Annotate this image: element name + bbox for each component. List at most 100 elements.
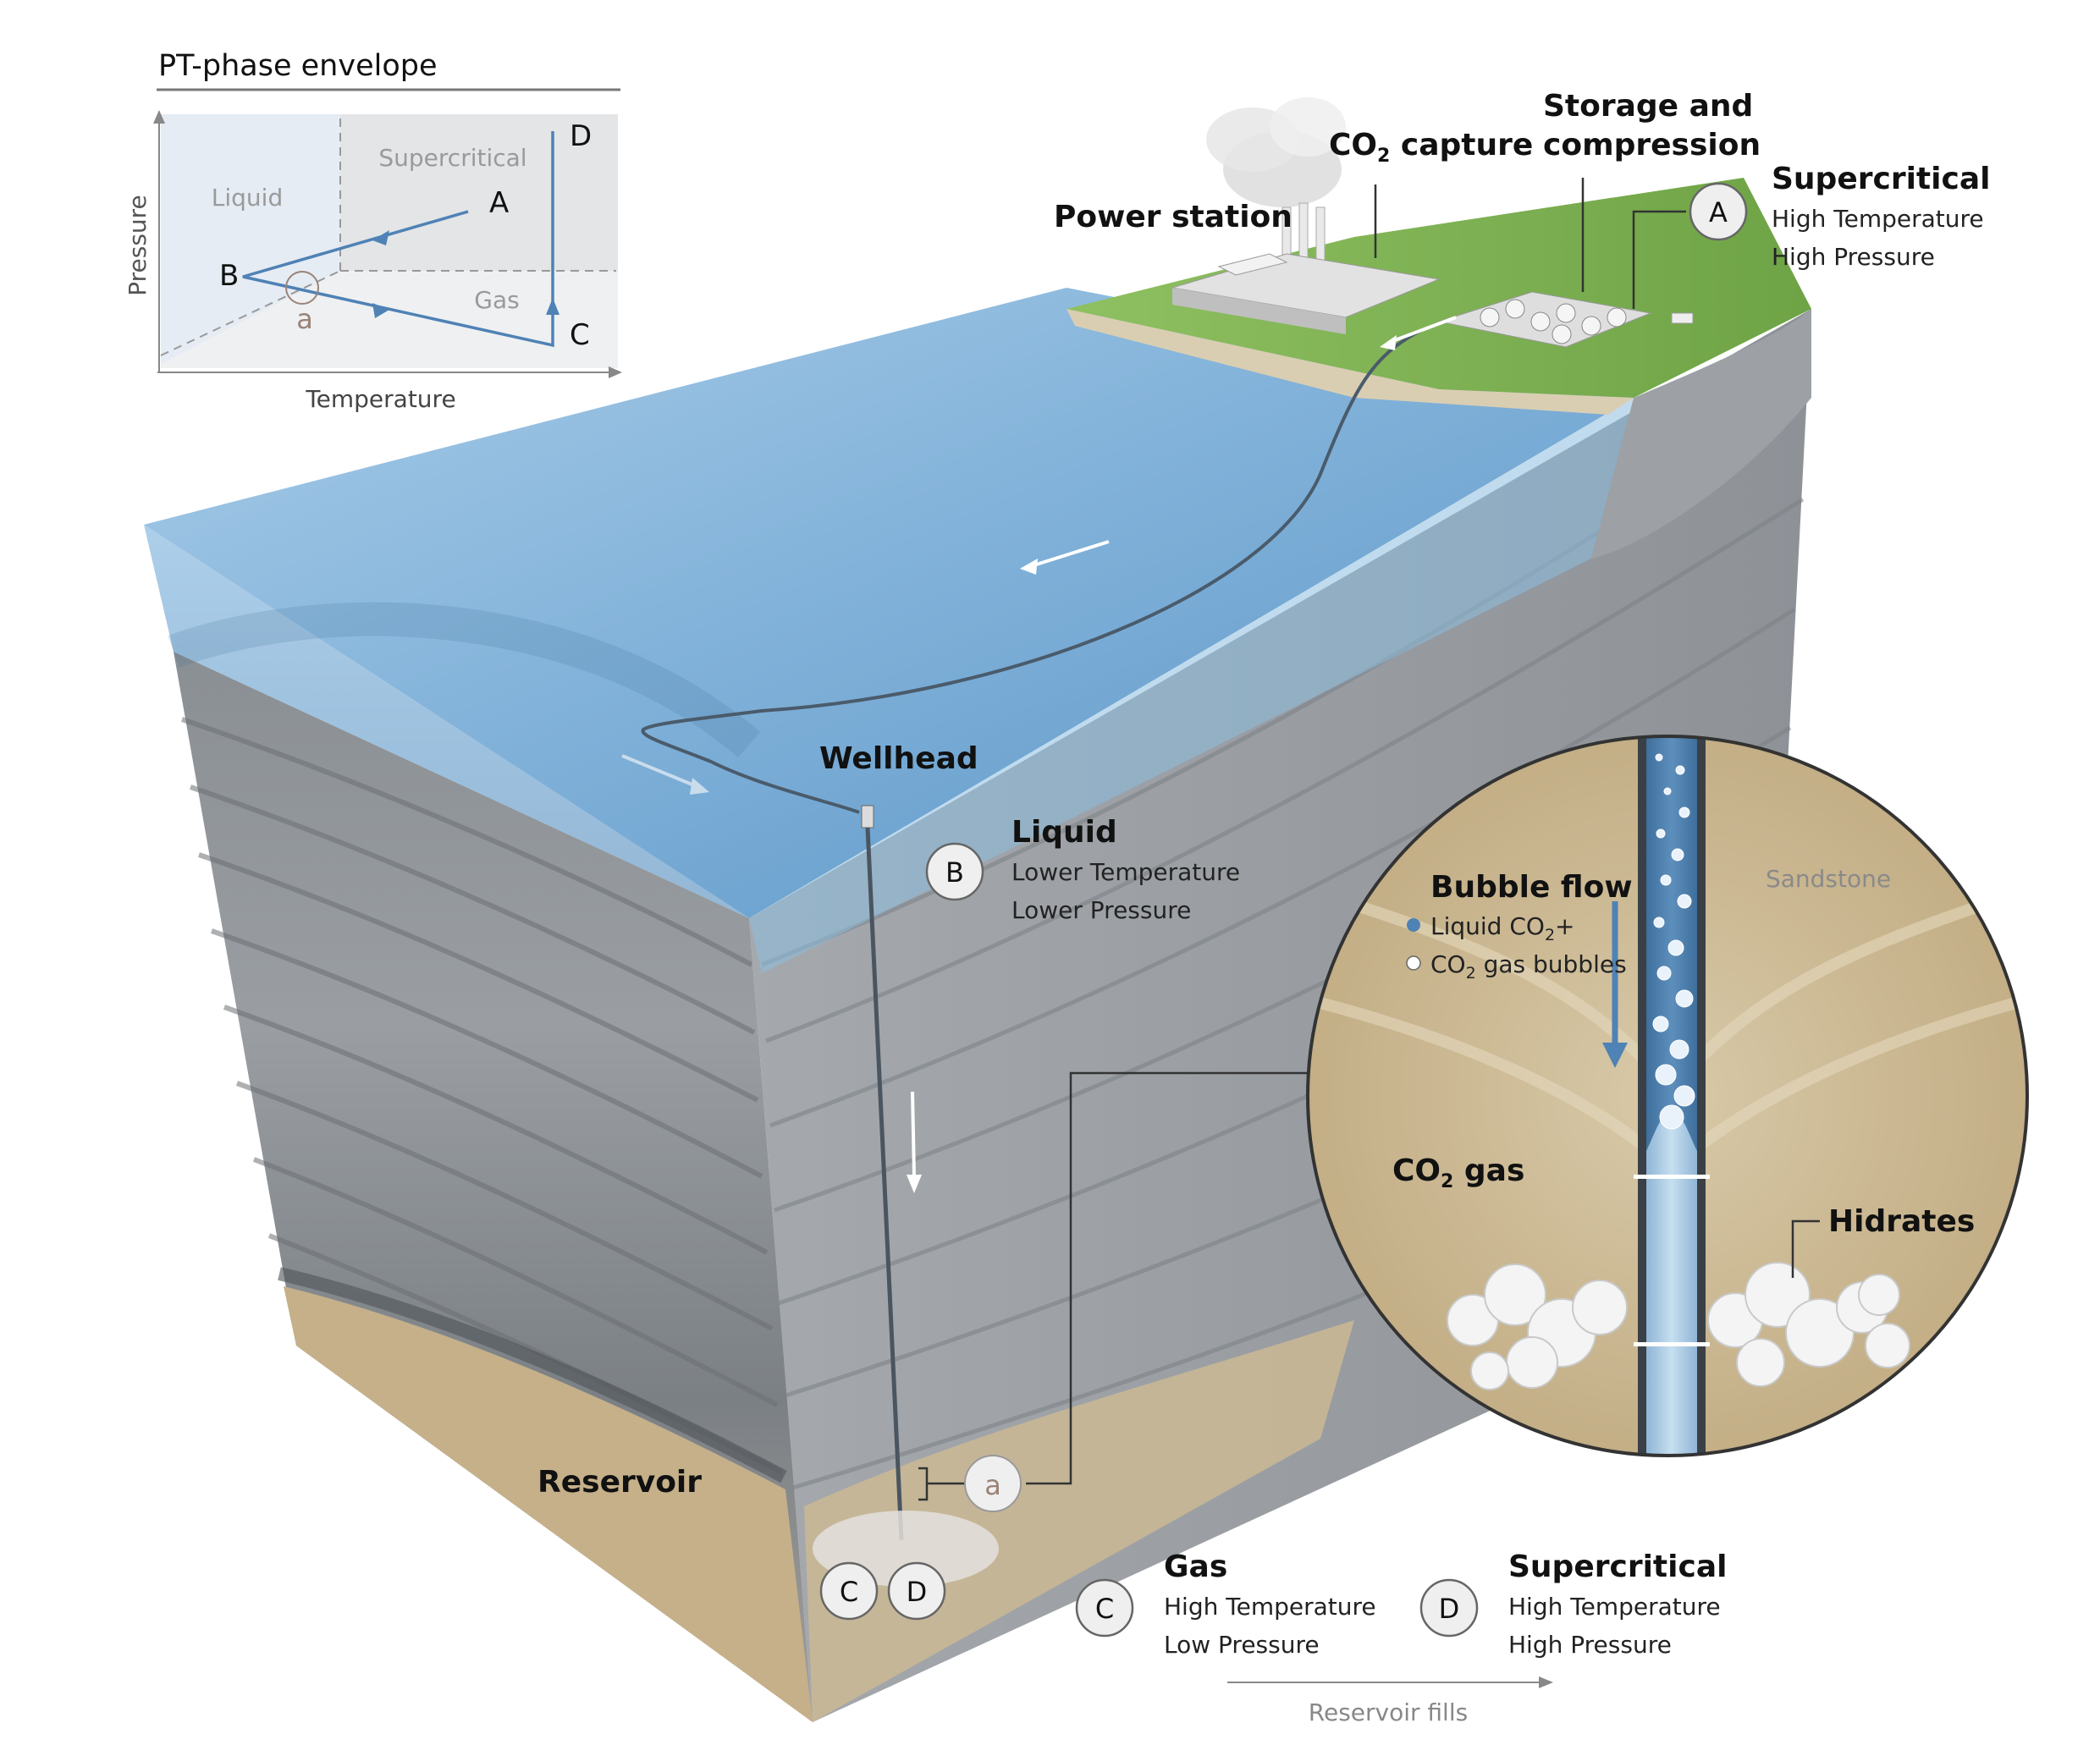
point-a-lower-marker (285, 271, 319, 305)
stage-a-line1: High Temperature (1772, 205, 1984, 233)
inset-point-a: A (489, 186, 509, 220)
wellhead-label: Wellhead (819, 741, 978, 776)
storage-tanks-illustration (1437, 291, 1694, 348)
gas-bubbles-legend-dot (1406, 955, 1421, 971)
point-a-lower-badge (964, 1455, 1022, 1512)
well-tubing-gas (1646, 1109, 1697, 1456)
front-strata (181, 717, 784, 1475)
stage-c-line1: High Temperature (1164, 1593, 1376, 1621)
shoreline-beach (1067, 309, 1634, 415)
storage-label-line1: Storage and (1543, 89, 1753, 124)
zoom-detail (1026, 735, 2029, 1485)
packer-marker (1634, 1342, 1710, 1346)
liquid-co2-legend-dot (1407, 918, 1420, 932)
sandstone-label: Sandstone (1766, 865, 1891, 893)
stage-a-badge-text: A (1709, 196, 1728, 228)
inset-point-d: D (570, 119, 592, 153)
hydrates-label: Hidrates (1828, 1204, 1975, 1239)
pipeline-flow-arrow-icon (1387, 316, 1457, 344)
wellhead-flow-arrow-icon (690, 778, 709, 795)
stage-b-line2: Lower Pressure (1011, 896, 1191, 924)
seabed-flow-arrow-icon (1028, 540, 1110, 569)
seabed-flow-arrow-icon (1020, 559, 1038, 575)
gas-region-label: Gas (474, 286, 519, 314)
block-c-badge (819, 1561, 879, 1621)
pt-phase-inset: PT-phase envelope Pressure Temperature L… (124, 49, 622, 413)
inset-point-a-lower: a (296, 303, 313, 335)
liquid-co2-legend-label: Liquid CO2+ (1430, 912, 1575, 944)
hydrates-cluster (1447, 1262, 1910, 1390)
stage-b-line1: Lower Temperature (1011, 858, 1240, 886)
block-d-badge (887, 1561, 946, 1621)
side-reservoir-sand (804, 1320, 1354, 1722)
pipeline-flow-arrow-icon (1380, 335, 1397, 350)
gas-bubbles (1652, 753, 1695, 1130)
zoom-leader-line (1026, 1071, 1320, 1485)
sea-side-face (749, 398, 1634, 973)
path-arrow-icon (372, 230, 389, 245)
packer-marker (1634, 1175, 1710, 1179)
reservoir-fills-arrow-icon (1539, 1676, 1553, 1688)
stage-b-badge (925, 842, 984, 901)
reservoir-label: Reservoir (537, 1465, 702, 1500)
x-axis-arrow-icon (609, 366, 622, 378)
supercritical-region-label: Supercritical (378, 144, 526, 172)
flow-direction-arrow-icon (1602, 1043, 1628, 1068)
point-a-lower-text: a (984, 1469, 1001, 1501)
stage-c-badge (1075, 1578, 1134, 1638)
stage-d-line2: High Pressure (1508, 1631, 1672, 1659)
stage-a-leader (1632, 210, 1686, 309)
inset-point-c: C (570, 318, 590, 352)
path-arrow-icon (546, 298, 559, 315)
sea-front-face (144, 525, 749, 918)
power-station-illustration (1171, 97, 1441, 334)
liquid-region (161, 114, 340, 364)
sea-surface (144, 288, 1634, 918)
gas-bubbles-legend-label: CO2 gas bubbles (1430, 950, 1627, 983)
block-c-badge-text: C (840, 1576, 858, 1608)
stage-b-badge-text: B (945, 856, 964, 889)
wellhead-illustration (861, 805, 904, 1541)
geologic-block (144, 97, 1811, 1722)
stage-b-title: Liquid (1011, 815, 1117, 850)
storage-label-line2: compression (1543, 128, 1761, 162)
stage-c-badge-text: C (1095, 1593, 1114, 1625)
zoom-circle-border (1306, 735, 2029, 1457)
y-axis-arrow-icon (153, 110, 165, 124)
stage-a-title: Supercritical (1772, 162, 1990, 196)
y-axis-label: Pressure (124, 195, 152, 296)
stage-c-title: Gas (1164, 1550, 1227, 1584)
stage-c-line2: Low Pressure (1164, 1631, 1320, 1659)
front-reservoir-sand (284, 1286, 813, 1722)
path-arrow-icon (372, 303, 389, 318)
caprock-layer (278, 1267, 787, 1484)
stage-d-badge-text: D (1439, 1593, 1460, 1625)
stage-d-line1: High Temperature (1508, 1593, 1721, 1621)
stage-a-badge (1689, 182, 1748, 241)
shore-slope (1591, 309, 1811, 559)
wellhead-flow-arrow-icon (621, 754, 699, 789)
stage-a-line2: High Pressure (1772, 243, 1935, 271)
reservoir-fills-label: Reservoir fills (1309, 1698, 1468, 1726)
co2-gas-label: CO2 gas (1392, 1153, 1524, 1192)
x-axis-label: Temperature (305, 385, 455, 413)
stage-d-badge (1419, 1578, 1479, 1638)
inset-title: PT-phase envelope (158, 49, 438, 83)
phase-boundary-line (160, 270, 341, 356)
hydrates-leader (1791, 1219, 1820, 1278)
stage-d-title: Supercritical (1508, 1550, 1727, 1584)
co2-capture-label: CO2 capture (1329, 128, 1533, 167)
liquid-region-label: Liquid (212, 184, 283, 212)
seabed-shadow (168, 602, 761, 758)
well-flow-arrow-icon (907, 1175, 922, 1193)
bubble-flow-label: Bubble flow (1430, 870, 1633, 905)
supercritical-region (340, 114, 618, 271)
phase-path-line (242, 131, 554, 348)
land-surface (1067, 178, 1811, 398)
power-station-label: Power station (1054, 200, 1293, 234)
inset-point-b: B (219, 259, 239, 293)
pipeline (641, 328, 1423, 814)
block-d-badge-text: D (907, 1576, 928, 1608)
well-flow-arrow-icon (911, 1091, 916, 1177)
